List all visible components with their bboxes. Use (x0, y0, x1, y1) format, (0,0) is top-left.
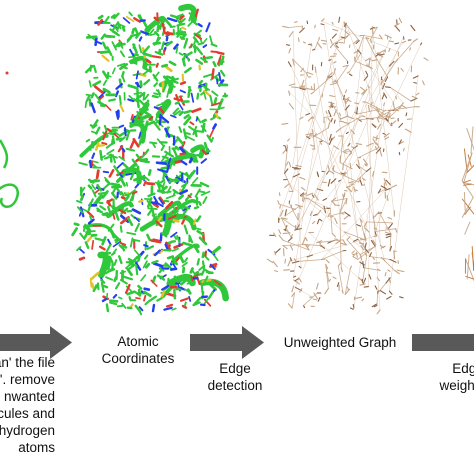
arrow-to-atomic (0, 326, 72, 359)
protein-stick-model (71, 3, 229, 316)
unweighted-graph-image (266, 16, 429, 315)
cropped-weighted-graph (461, 126, 474, 282)
panel-label-unweighted-graph: Unweighted Graph (283, 335, 397, 350)
step-clean-text: an' the file '. remove nwanted ecules an… (0, 355, 55, 455)
step-edge-weighting-text: Edge weighting (439, 361, 474, 393)
arrow-to-weighted (412, 334, 474, 351)
step-edge-detection-text: Edge detection (207, 361, 263, 393)
cropped-protein-panel-left (0, 71, 19, 208)
arrow-to-graph (190, 326, 264, 359)
panel-label-atomic-coordinates: Atomic Coordinates (101, 334, 175, 366)
